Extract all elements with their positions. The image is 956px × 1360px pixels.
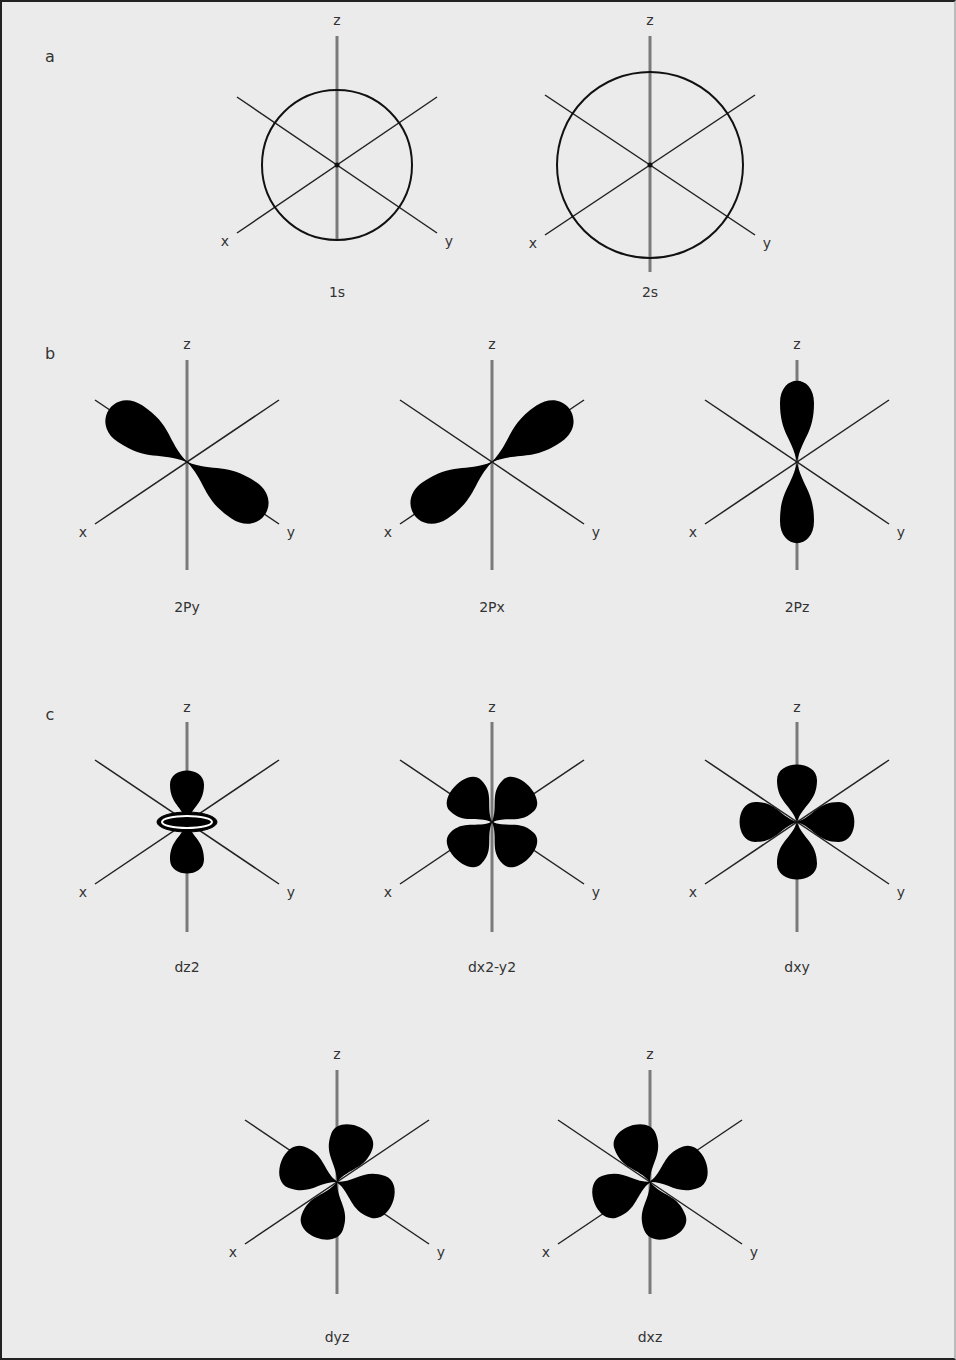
axis-label: z: [793, 337, 800, 351]
axis-label: z: [646, 1047, 653, 1061]
y-axis: [237, 97, 437, 233]
axes: [95, 360, 279, 570]
x-axis: [545, 95, 755, 235]
nucleus-dot: [648, 163, 653, 168]
orbital-lobes: [274, 1119, 401, 1246]
axes: [705, 722, 889, 932]
orbital-name: dxz: [638, 1330, 663, 1344]
s-orbital: [262, 90, 412, 240]
orbital-lobes: [97, 391, 278, 533]
axis-label: x: [529, 236, 537, 250]
orbital-lobe: [274, 1141, 345, 1203]
axis-label: z: [488, 337, 495, 351]
axes: [400, 722, 584, 932]
axis-label: y: [287, 885, 295, 899]
panel-letter: a: [45, 49, 55, 65]
orbital-lobe: [777, 765, 817, 822]
orbital-name: 1s: [329, 285, 345, 299]
axes: [95, 722, 279, 932]
orbital-lobe: [797, 802, 854, 842]
orbital-lobe: [480, 391, 583, 480]
panel-letter: c: [46, 707, 55, 723]
axis-label: z: [646, 13, 653, 27]
axis-label: z: [488, 700, 495, 714]
nucleus-dot: [335, 163, 340, 168]
orbital-lobe: [740, 802, 797, 842]
axes: [400, 360, 584, 570]
panel-letter: b: [45, 346, 55, 362]
orbital-lobe: [97, 391, 200, 480]
orbital-name: 2Pz: [785, 600, 810, 614]
axis-label: z: [183, 337, 190, 351]
orbital-name: dx2-y2: [468, 960, 516, 974]
orbital-lobes: [740, 765, 855, 880]
orbital-lobe: [440, 770, 508, 838]
axis-label: x: [221, 234, 229, 248]
torus-ring: [157, 812, 217, 832]
orbital-name: dyz: [325, 1330, 350, 1344]
z-axis: [491, 722, 494, 932]
orbital-lobe: [780, 381, 814, 462]
axis-label: x: [384, 525, 392, 539]
y-axis: [95, 760, 279, 884]
orbital-lobe: [777, 822, 817, 879]
axis-label: x: [384, 885, 392, 899]
orbital-lobes: [587, 1119, 714, 1246]
axis-label: y: [897, 525, 905, 539]
orbital-name: 2Px: [479, 600, 505, 614]
orbital-lobes: [440, 770, 544, 874]
axis-label: y: [592, 525, 600, 539]
axis-label: x: [229, 1245, 237, 1259]
axis-label: z: [333, 1047, 340, 1061]
z-axis: [336, 36, 339, 240]
x-axis: [400, 760, 584, 884]
axis-label: y: [592, 885, 600, 899]
axis-label: y: [445, 234, 453, 248]
x-axis: [237, 97, 437, 233]
axis-label: y: [437, 1245, 445, 1259]
s-orbital: [557, 72, 743, 258]
axes: [705, 360, 889, 570]
orbital-lobes: [780, 381, 814, 543]
orbital-lobe: [780, 462, 814, 543]
axis-label: z: [333, 13, 340, 27]
axis-label: x: [542, 1245, 550, 1259]
orbital-name: 2Py: [174, 600, 200, 614]
y-axis: [400, 760, 584, 884]
y-axis: [545, 95, 755, 235]
axis-label: z: [793, 700, 800, 714]
axes: [545, 36, 755, 272]
axes: [245, 1070, 429, 1294]
axis-label: y: [287, 525, 295, 539]
axis-label: y: [750, 1245, 758, 1259]
axis-label: x: [689, 525, 697, 539]
axis-label: x: [79, 885, 87, 899]
torus-highlight: [162, 816, 212, 828]
axis-label: x: [689, 885, 697, 899]
y-axis: [705, 760, 889, 884]
axis-label: y: [763, 236, 771, 250]
axis-label: z: [183, 700, 190, 714]
orbital-lobes: [157, 771, 217, 874]
x-axis: [705, 760, 889, 884]
orbital-name: dxy: [784, 960, 809, 974]
orbital-lobe: [402, 444, 505, 533]
orbital-lobes: [402, 391, 583, 533]
x-axis: [95, 760, 279, 884]
axis-label: y: [897, 885, 905, 899]
z-axis: [491, 360, 494, 570]
axis-label: x: [79, 525, 87, 539]
orbital-lobe: [587, 1161, 658, 1223]
axes: [558, 1070, 742, 1294]
orbital-lobe: [175, 444, 278, 533]
orbital-name: 2s: [642, 285, 658, 299]
z-axis: [186, 360, 189, 570]
axes: [237, 36, 437, 240]
orbital-name: dz2: [174, 960, 199, 974]
